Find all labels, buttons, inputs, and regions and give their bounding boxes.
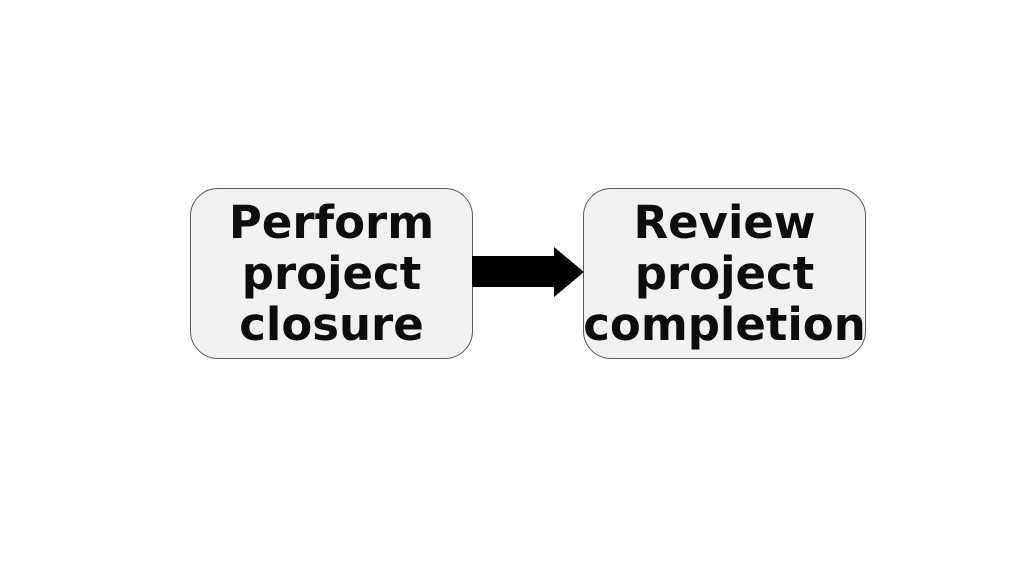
node-perform-project-closure: Perform project closure	[190, 188, 473, 359]
node-text-line: project	[634, 247, 815, 300]
node-text-line: Review	[633, 196, 816, 249]
node-text-line: Perform	[228, 196, 435, 249]
right-block-arrow	[472, 247, 584, 297]
node-text-line: project	[241, 247, 422, 300]
node-text-line: completion	[583, 298, 866, 351]
right-block-arrow-shape	[472, 247, 584, 297]
node-text-line: closure	[239, 298, 424, 351]
node-review-project-completion: Review project completion	[583, 188, 866, 359]
